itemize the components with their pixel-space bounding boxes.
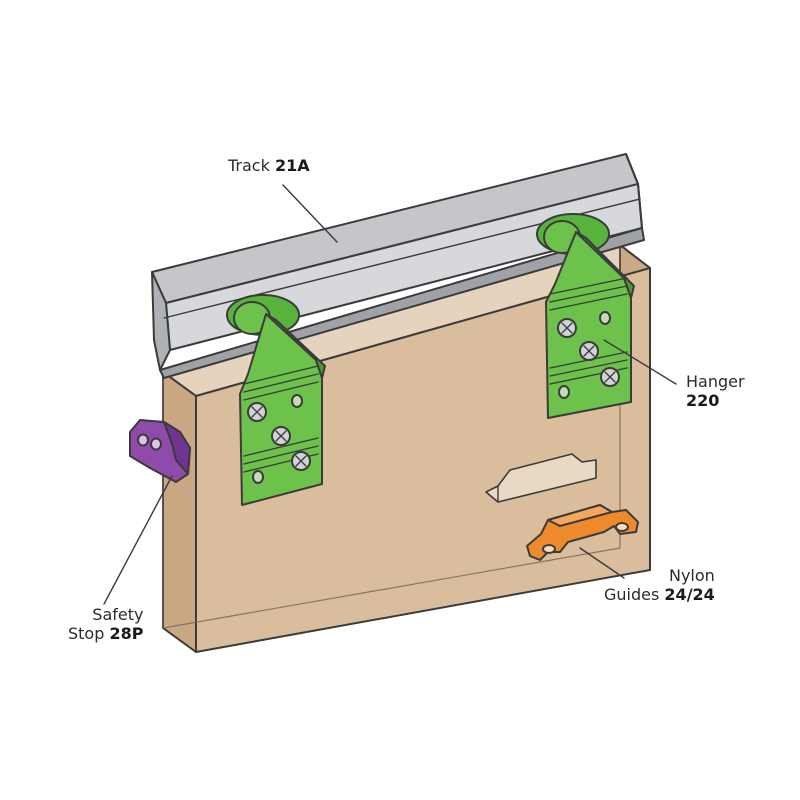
label-hanger-name: Hanger <box>686 372 745 391</box>
hanger-plate-left <box>239 313 326 506</box>
label-safety-name: Stop <box>68 624 105 643</box>
label-nylon-code: 24/24 <box>664 585 715 604</box>
label-safety-stop: Safety Stop 28P <box>68 605 143 643</box>
leader-lines <box>103 184 677 605</box>
label-nylon-guides: Nylon Guides 24/24 <box>604 566 715 604</box>
label-safety-line1: Safety <box>92 605 144 624</box>
hanger-plate-right <box>545 231 635 419</box>
nylon-guides-part <box>526 504 639 561</box>
label-hanger: Hanger 220 <box>686 372 745 410</box>
label-track-code: 21A <box>274 156 310 175</box>
label-nylon-name: Guides <box>604 585 660 604</box>
label-safety-code: 28P <box>109 624 144 643</box>
safety-stop-part <box>129 419 191 483</box>
label-track: Track 21A <box>228 156 310 175</box>
label-hanger-code: 220 <box>686 391 720 410</box>
label-track-name: Track <box>228 156 270 175</box>
label-nylon-line1: Nylon <box>668 566 715 585</box>
